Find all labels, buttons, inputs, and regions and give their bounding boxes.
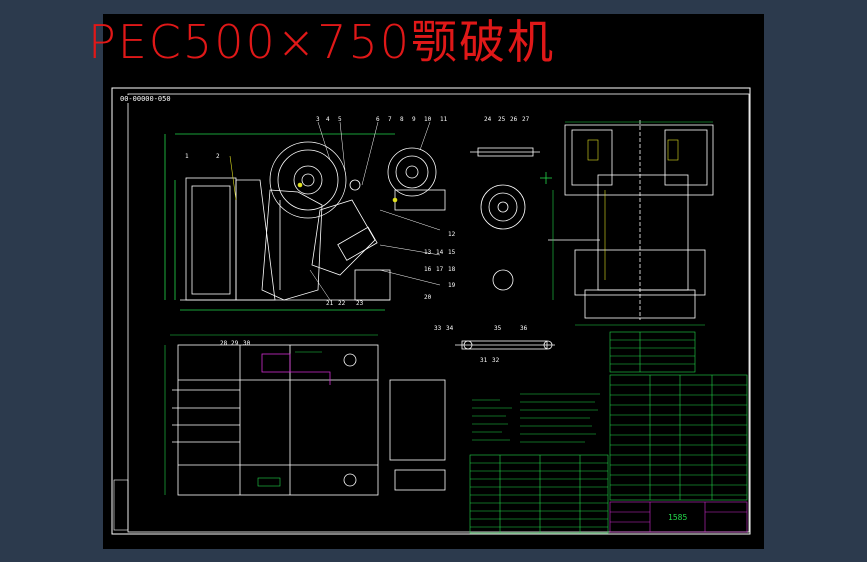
callout: 30 bbox=[243, 340, 251, 347]
callout: 31 bbox=[480, 357, 488, 364]
callout: 6 bbox=[376, 116, 380, 123]
side-elevation-accents bbox=[229, 155, 398, 203]
plan-view-highlight bbox=[261, 353, 331, 385]
drawing-title: PEC500×750颚破机 bbox=[88, 15, 556, 69]
callout: 10 bbox=[424, 116, 432, 123]
front-view bbox=[548, 120, 714, 320]
callout: 33 bbox=[434, 325, 442, 332]
callout: 3 bbox=[316, 116, 320, 123]
side-elevation-view bbox=[164, 121, 446, 311]
inner-border bbox=[127, 93, 750, 533]
shaft-detail-view bbox=[470, 147, 552, 291]
callout: 35 bbox=[494, 325, 502, 332]
callout: 20 bbox=[424, 294, 432, 301]
callout: 29 bbox=[231, 340, 239, 347]
callout: 1 bbox=[185, 153, 189, 160]
callout: 22 bbox=[338, 300, 346, 307]
outer-border bbox=[111, 87, 751, 535]
plan-view-dims bbox=[164, 334, 378, 495]
callout: 19 bbox=[448, 282, 456, 289]
callout: 15 bbox=[448, 249, 456, 256]
callout: 8 bbox=[400, 116, 404, 123]
callout: 17 bbox=[436, 266, 444, 273]
callout: 2 bbox=[216, 153, 220, 160]
callout: 23 bbox=[356, 300, 364, 307]
callouts-top: 3 4 5 6 7 8 9 10 11 bbox=[316, 116, 448, 123]
parts-list-table-lower bbox=[469, 454, 609, 534]
callout: 34 bbox=[446, 325, 454, 332]
callouts-left-bottom: 1 2 21 22 23 bbox=[185, 153, 364, 307]
callout: 16 bbox=[424, 266, 432, 273]
callout: 7 bbox=[388, 116, 392, 123]
plan-view bbox=[172, 344, 446, 496]
callout: 9 bbox=[412, 116, 416, 123]
callout: 11 bbox=[440, 116, 448, 123]
callout: 21 bbox=[326, 300, 334, 307]
callout: 13 bbox=[424, 249, 432, 256]
callouts-plan: 28 29 30 bbox=[220, 340, 251, 347]
callout: 25 bbox=[498, 116, 506, 123]
callout: 32 bbox=[492, 357, 500, 364]
callouts-right: 12 13 14 15 16 17 18 19 20 bbox=[424, 231, 456, 301]
front-view-accents bbox=[587, 139, 679, 280]
callouts-lower-shaft: 33 34 35 36 31 32 bbox=[434, 325, 528, 364]
callout: 28 bbox=[220, 340, 228, 347]
left-margin-strip bbox=[113, 479, 129, 531]
callout: 5 bbox=[338, 116, 342, 123]
front-view-dims bbox=[552, 121, 713, 326]
callout: 18 bbox=[448, 266, 456, 273]
title-block bbox=[609, 501, 748, 533]
callout: 36 bbox=[520, 325, 528, 332]
drawing-number: 00-00000-050 bbox=[120, 95, 171, 103]
callout: 14 bbox=[436, 249, 444, 256]
callout: 27 bbox=[522, 116, 530, 123]
lower-shaft-view bbox=[455, 340, 555, 350]
parts-list-table-right bbox=[609, 331, 748, 501]
callout: 12 bbox=[448, 231, 456, 238]
callout: 4 bbox=[326, 116, 330, 123]
technical-notes bbox=[472, 393, 600, 443]
title-block-code: 1585 bbox=[668, 513, 687, 522]
callouts-shaft: 24 25 26 27 bbox=[484, 116, 530, 123]
callout: 26 bbox=[510, 116, 518, 123]
callout: 24 bbox=[484, 116, 492, 123]
